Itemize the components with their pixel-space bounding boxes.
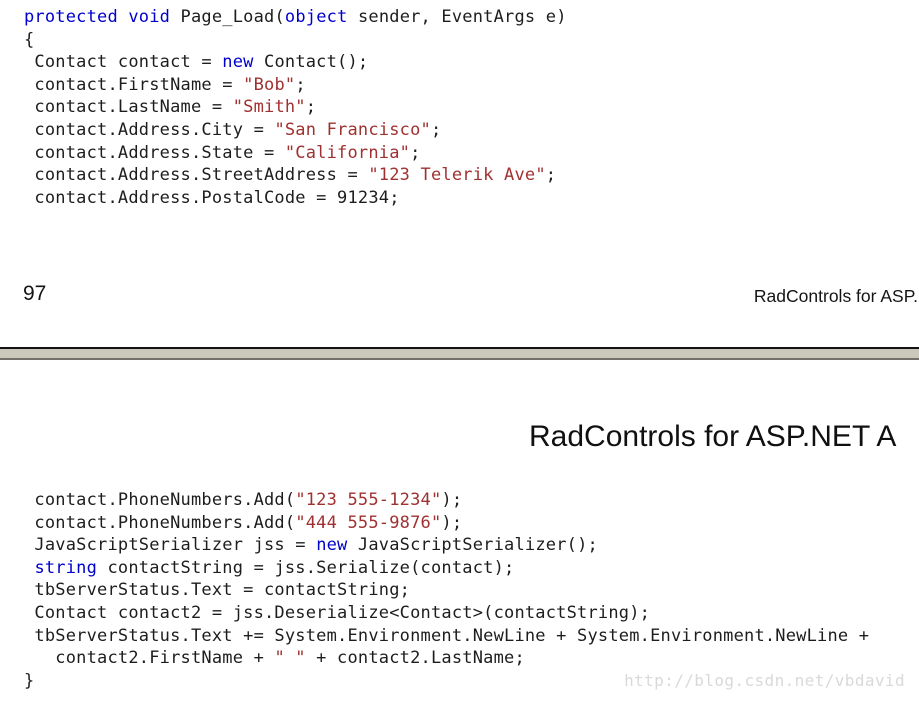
divider-bottom-line — [0, 358, 919, 360]
code-line: contact.Address.City = "San Francisco"; — [24, 119, 442, 140]
code-line: contact.FirstName = "Bob"; — [24, 74, 306, 95]
code-line: tbServerStatus.Text += System.Environmen… — [24, 625, 870, 646]
code-line: Contact contact = new Contact(); — [24, 52, 369, 73]
code-line: contact.Address.StreetAddress = "123 Tel… — [24, 165, 557, 186]
running-title: RadControls for ASP. — [753, 286, 918, 306]
watermark: http://blog.csdn.net/vbdavid — [624, 671, 905, 690]
code-line: tbServerStatus.Text = contactString; — [24, 580, 411, 601]
code-line: contact2.FirstName + " " + contact2.Last… — [24, 648, 525, 669]
code-block-page1: protected void Page_Load(object sender, … — [24, 6, 567, 209]
page-title: RadControls for ASP.NET A — [529, 420, 897, 453]
code-line: contact.PhoneNumbers.Add("444 555-9876")… — [24, 512, 463, 533]
divider-band — [0, 349, 919, 358]
code-line: { — [24, 29, 35, 50]
code-line: Contact contact2 = jss.Deserialize<Conta… — [24, 602, 651, 623]
code-line: contact.LastName = "Smith"; — [24, 97, 317, 118]
code-line: contact.PhoneNumbers.Add("123 555-1234")… — [24, 490, 463, 510]
code-line: protected void Page_Load(object sender, … — [24, 7, 567, 27]
code-line: } — [24, 670, 35, 691]
divider-top-line — [0, 347, 919, 349]
code-line: contact.Address.PostalCode = 91234; — [24, 187, 400, 208]
code-line: string contactString = jss.Serialize(con… — [34, 557, 515, 578]
page-divider — [0, 347, 919, 360]
code-line: JavaScriptSerializer jss = new JavaScrip… — [24, 535, 598, 556]
code-block-page2: contact.PhoneNumbers.Add("123 555-1234")… — [24, 489, 869, 692]
page-number: 97 — [23, 282, 47, 305]
code-line: contact.Address.State = "California"; — [24, 142, 421, 163]
